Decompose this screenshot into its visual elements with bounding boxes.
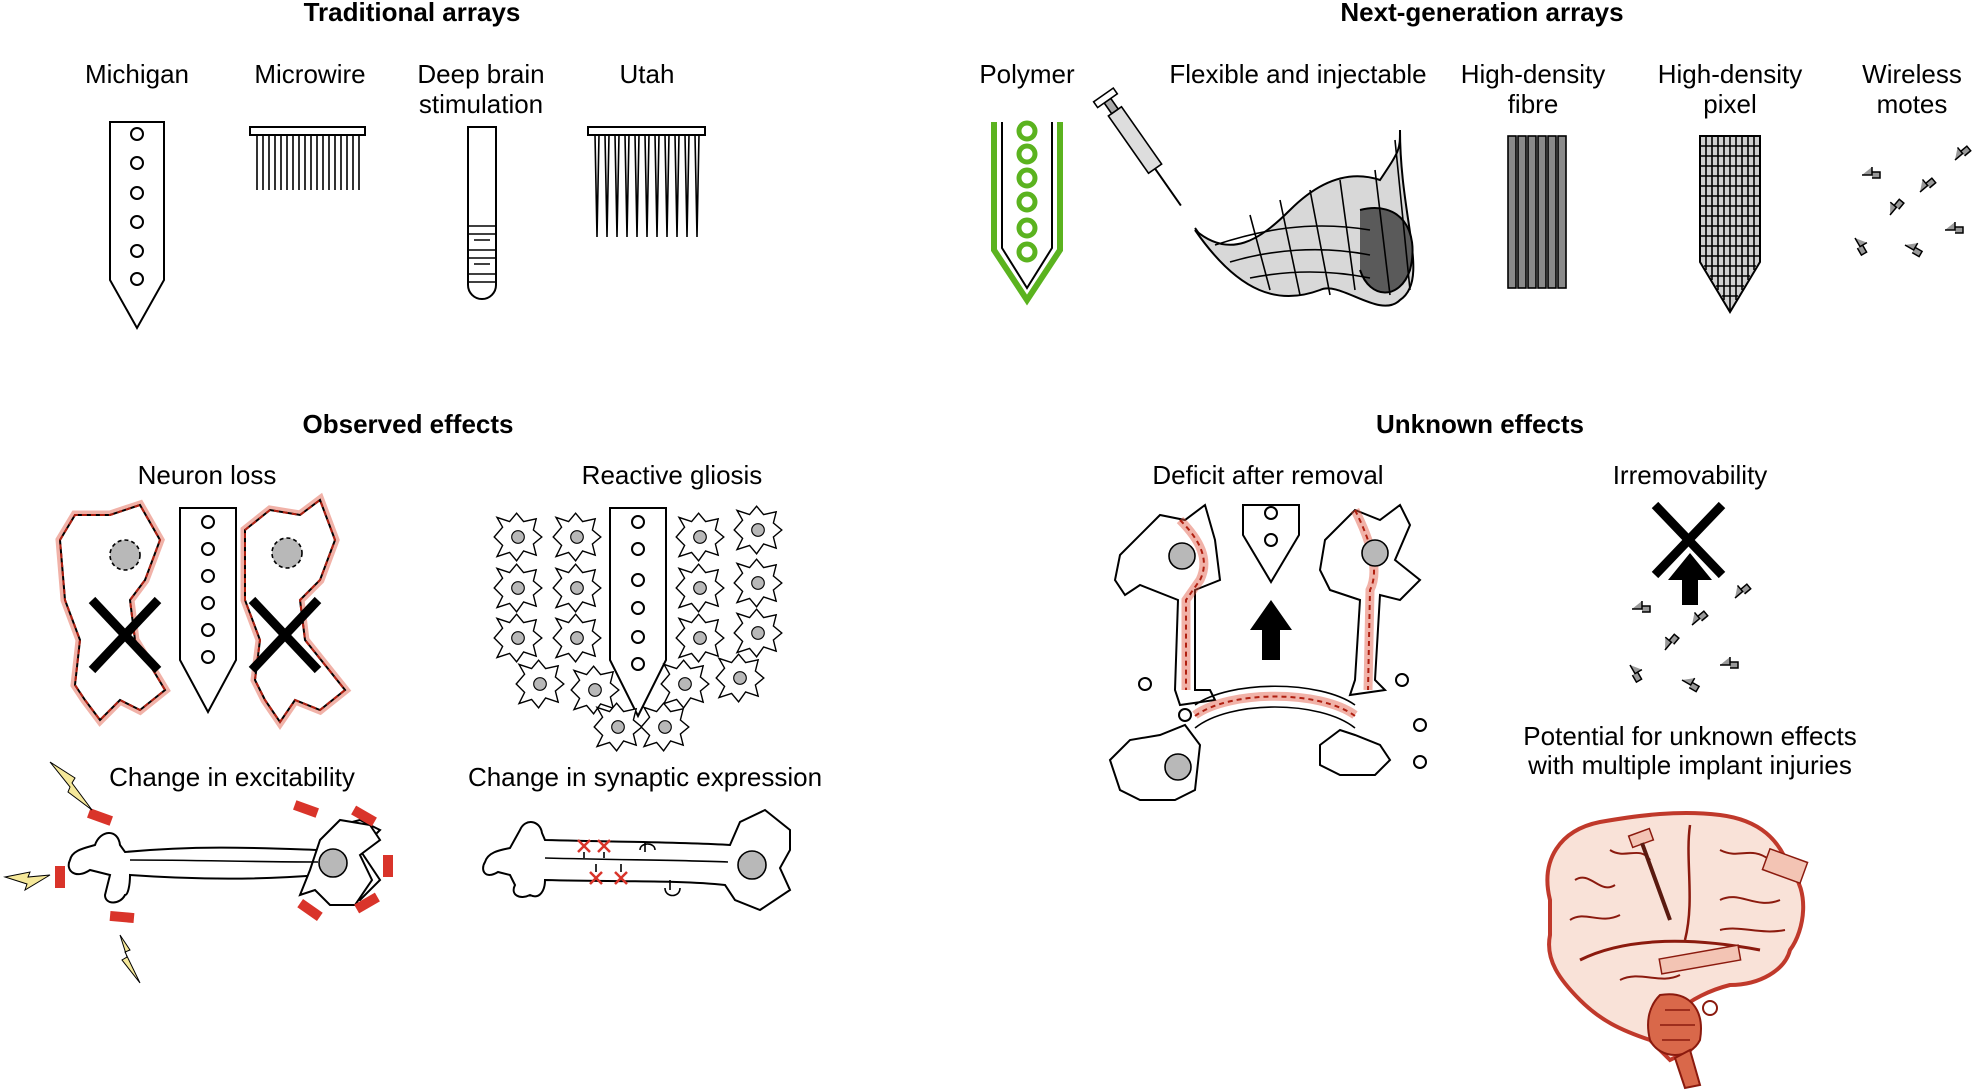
label-neuron-loss: Neuron loss bbox=[138, 460, 277, 490]
label-wireless-motes-1: Wireless bbox=[1862, 59, 1962, 89]
label-change-synaptic-expression: Change in synaptic expression bbox=[468, 762, 822, 792]
label-high-density-pixel-1: High-density bbox=[1658, 59, 1803, 89]
label-wireless-motes-2: motes bbox=[1877, 89, 1948, 119]
wireless-motes-icon bbox=[1851, 141, 1972, 258]
observed-effects-title: Observed effects bbox=[303, 409, 514, 439]
high-density-fibre-icon bbox=[1507, 135, 1567, 289]
brain-icon bbox=[1545, 811, 1809, 1090]
synaptic-expression-illustration bbox=[482, 808, 792, 912]
label-change-excitability: Change in excitability bbox=[109, 762, 355, 792]
label-utah: Utah bbox=[620, 59, 675, 89]
irremovability-illustration bbox=[1626, 501, 1752, 693]
reactive-gliosis-illustration bbox=[493, 505, 783, 752]
traditional-arrays-title: Traditional arrays bbox=[304, 0, 521, 27]
next-generation-arrays-title: Next-generation arrays bbox=[1340, 0, 1623, 27]
label-reactive-gliosis: Reactive gliosis bbox=[582, 460, 763, 490]
excitability-neuron-illustration bbox=[3, 761, 393, 984]
deficit-after-removal-illustration bbox=[1108, 503, 1427, 801]
deep-brain-stimulation-icon bbox=[467, 126, 497, 300]
label-michigan: Michigan bbox=[85, 59, 189, 89]
label-polymer: Polymer bbox=[979, 59, 1075, 89]
utah-array-icon bbox=[587, 126, 706, 238]
label-microwire: Microwire bbox=[254, 59, 365, 89]
label-deep-brain-1: Deep brain bbox=[417, 59, 544, 89]
label-flexible-injectable: Flexible and injectable bbox=[1169, 59, 1426, 89]
label-deep-brain-2: stimulation bbox=[419, 89, 543, 119]
flexible-injectable-mesh-icon bbox=[1092, 86, 1415, 307]
unknown-note-line2: with multiple implant injuries bbox=[1527, 750, 1852, 780]
label-high-density-fibre-1: High-density bbox=[1461, 59, 1606, 89]
label-high-density-fibre-2: fibre bbox=[1508, 89, 1559, 119]
michigan-probe-icon bbox=[109, 121, 165, 331]
label-irremovability: Irremovability bbox=[1613, 460, 1768, 490]
label-deficit-after-removal: Deficit after removal bbox=[1152, 460, 1383, 490]
label-high-density-pixel-2: pixel bbox=[1703, 89, 1756, 119]
microwire-array-icon bbox=[249, 126, 366, 190]
high-density-pixel-icon bbox=[1699, 135, 1761, 314]
unknown-effects-title: Unknown effects bbox=[1376, 409, 1584, 439]
neuron-loss-illustration bbox=[55, 492, 352, 730]
polymer-probe-icon bbox=[991, 120, 1063, 306]
unknown-note-line1: Potential for unknown effects bbox=[1523, 721, 1856, 751]
